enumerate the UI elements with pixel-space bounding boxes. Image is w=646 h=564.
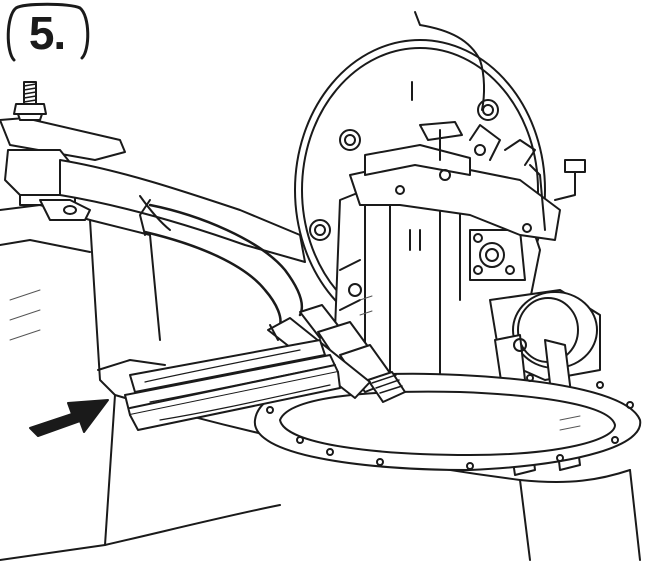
support-arm <box>59 159 306 263</box>
step-badge-outline <box>6 2 90 62</box>
gearbox <box>334 184 541 401</box>
lever-assembly <box>349 121 586 241</box>
step-number: 5. <box>28 7 66 59</box>
bolt <box>13 81 47 121</box>
step-badge: 5. <box>4 2 90 64</box>
right-arrow-icon <box>29 399 109 437</box>
signal-cable <box>414 11 486 111</box>
wooden-shims <box>124 339 341 431</box>
shading <box>9 289 581 431</box>
hose <box>139 199 304 327</box>
